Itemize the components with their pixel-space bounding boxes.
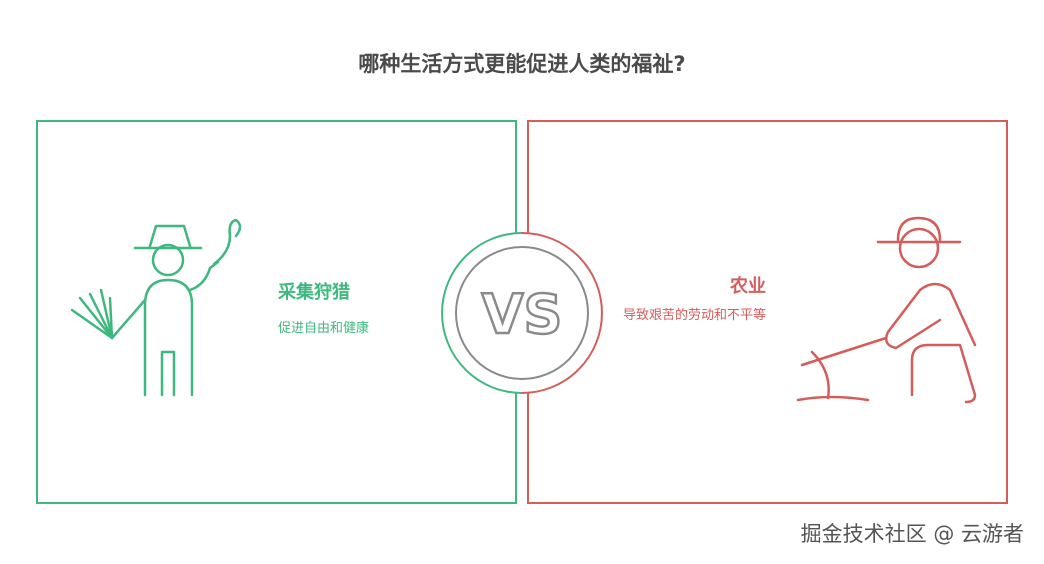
vs-label: VS [482,283,563,346]
hunter-gatherer-icon [70,218,242,397]
agriculture-description: 导致艰苦的劳动和不平等 [622,308,766,323]
hunter-gatherer-heading: 采集狩猎 [278,282,350,303]
page-title: 哪种生活方式更能促进人类的福祉? [358,52,686,76]
agriculture-heading: 农业 [730,276,766,297]
farmer-icon [796,216,977,404]
vs-badge: VS [441,232,603,394]
watermark: 掘金技术社区 @ 云游者 [800,522,1024,546]
hunter-gatherer-description: 促进自由和健康 [278,321,370,336]
